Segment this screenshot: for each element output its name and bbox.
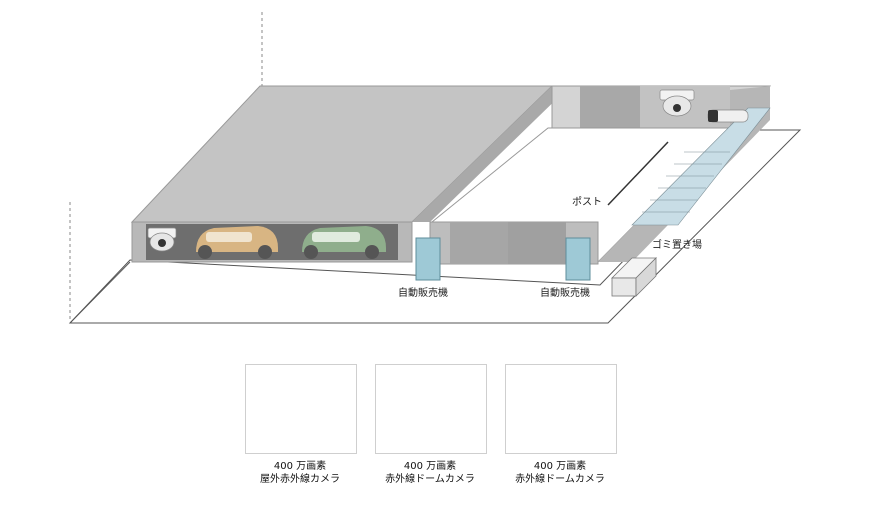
camera-card-dome: [505, 364, 617, 454]
ground-edge: [69, 261, 131, 324]
camera-resolution: 400 万画素: [403, 461, 457, 472]
camera-card-dome: [375, 364, 487, 454]
camera-caption: 400 万画素 赤外線ドームカメラ: [490, 460, 630, 486]
camera-type: 屋外赤外線カメラ: [260, 474, 340, 485]
vending-machine-label: 自動販売機: [398, 288, 448, 299]
car-yellow: [196, 226, 278, 259]
camera-card-bullet: [245, 364, 357, 454]
post-pole: [607, 141, 669, 206]
camera-resolution: 400 万画素: [273, 461, 327, 472]
camera-type: 赤外線ドームカメラ: [515, 474, 605, 485]
camera-caption: 400 万画素 屋外赤外線カメラ: [230, 460, 370, 486]
right-wing-back-wall: [580, 86, 640, 128]
shutter: [508, 222, 566, 264]
shutter: [450, 222, 508, 264]
vending-machine-label: 自動販売機: [540, 288, 590, 299]
right-side-wall: [598, 86, 770, 262]
car-green: [302, 226, 386, 259]
garbage-area-label: ゴミ置き場: [652, 240, 702, 251]
camera-resolution: 400 万画素: [533, 461, 587, 472]
vending-machine-left: [415, 237, 441, 281]
post-label: ポスト: [572, 197, 602, 208]
camera-type: 赤外線ドームカメラ: [385, 474, 475, 485]
camera-caption: 400 万画素 赤外線ドームカメラ: [360, 460, 500, 486]
dome-camera-garage-icon: [147, 227, 177, 252]
building-roof-side: [412, 86, 570, 222]
vending-machine-right: [565, 237, 591, 281]
bullet-camera-wall-icon: [707, 109, 749, 123]
dome-camera-right-icon: [659, 89, 695, 117]
stairs: [631, 107, 771, 226]
garbage-area-box: [611, 257, 657, 297]
